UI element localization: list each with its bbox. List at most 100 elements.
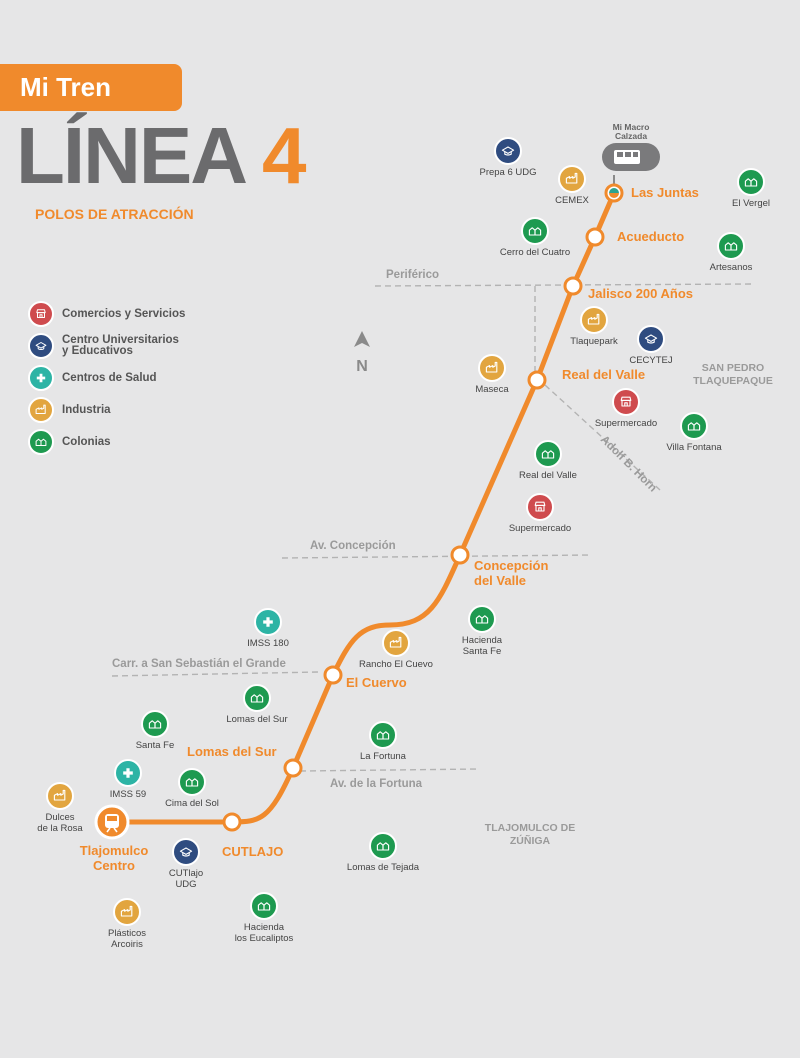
poi-industria[interactable] [580,306,608,334]
houses-icon [250,694,264,703]
station-label: Las Juntas [631,185,699,200]
station-marker[interactable] [527,370,547,390]
houses-icon [28,429,54,455]
poi-label: Rancho El Cuevo [359,659,433,670]
factory-icon [28,397,54,423]
station-marker[interactable] [604,183,624,203]
poi-colonia[interactable] [243,684,271,712]
road-line [544,384,661,491]
legend-label: Centros de Salud [62,371,157,384]
poi-colonia[interactable] [141,710,169,738]
poi-label: Cerro del Cuatro [500,247,570,258]
legend-label: Centro Universitarios y Educativos [62,334,179,357]
station-label: Lomas del Sur [187,744,277,759]
factory-icon [565,172,578,184]
line-title-word: LÍNEA [16,111,248,200]
poi-industria[interactable] [46,782,74,810]
station-marker[interactable] [222,812,242,832]
station-marker[interactable] [283,758,303,778]
poi-colonia[interactable] [369,721,397,749]
poi-colonia[interactable] [250,892,278,920]
poi-comercio[interactable] [526,493,554,521]
brand-banner: Mi Tren [0,64,182,111]
poi-industria[interactable] [382,629,410,657]
poi-colonia[interactable] [468,605,496,633]
houses-icon [257,902,271,911]
poi-educativo[interactable] [172,838,200,866]
poi-comercio[interactable] [612,388,640,416]
station-label: Real del Valle [562,367,645,382]
legend-item-comercio: Comercios y Servicios [28,298,185,330]
poi-colonia[interactable] [369,832,397,860]
station-marker[interactable] [323,665,343,685]
road-line [111,671,319,677]
station-label: CUTLAJO [222,844,283,859]
poi-colonia[interactable] [680,412,708,440]
houses-icon [541,450,555,459]
road-label: Periférico [386,269,439,281]
bus-icon [614,150,640,164]
poi-colonia[interactable] [178,768,206,796]
houses-icon [475,615,489,624]
poi-salud[interactable] [254,608,282,636]
graduation-cap-icon [179,847,193,857]
road-label: Carr. a San Sebastián el Grande [112,658,286,670]
road-label: Av. de la Fortuna [330,778,423,790]
shop-icon [534,501,546,512]
graduation-cap-icon [644,334,658,344]
poi-label: Maseca [475,384,509,395]
station-marker[interactable] [94,804,130,840]
poi-label: Tlaquepark [570,336,618,347]
poi-label: Real del Valle [519,470,577,481]
poi-industria[interactable] [113,898,141,926]
poi-industria[interactable] [558,165,586,193]
houses-icon [687,422,701,431]
road-label: Adolf B. Horn [598,434,659,495]
poi-colonia[interactable] [534,440,562,468]
graduation-cap-icon [28,333,54,359]
houses-icon [744,178,758,187]
station-label: Acueducto [617,229,684,244]
legend-label: Colonias [62,435,111,448]
compass-label: N [356,358,368,375]
station-marker[interactable] [585,227,605,247]
houses-icon [724,242,738,251]
legend-item-educativo: Centro Universitarios y Educativos [28,330,185,362]
road-line [281,554,591,559]
line-title-number: 4 [262,111,306,200]
houses-icon [185,778,199,787]
station-marker[interactable] [563,276,583,296]
poi-colonia[interactable] [717,232,745,260]
road-label: Av. Concepción [310,540,396,552]
legend-label: Comercios y Servicios [62,307,186,320]
map-subtitle: POLOS DE ATRACCIÓN [35,206,194,222]
road-line [299,768,481,772]
legend-label: Industria [62,403,111,416]
poi-educativo[interactable] [637,325,665,353]
poi-label: Lomas de Tejada [347,862,420,873]
houses-icon [148,720,162,729]
poi-colonia[interactable] [521,217,549,245]
poi-label: El Vergel [732,198,770,209]
poi-label: Santa Fe [136,740,175,751]
medical-cross-icon [28,365,54,391]
poi-label: IMSS 59 [110,789,146,800]
shop-icon [620,396,632,407]
station-marker[interactable] [450,545,470,565]
poi-industria[interactable] [478,354,506,382]
poi-salud[interactable] [114,759,142,787]
poi-colonia[interactable] [737,168,765,196]
line-4-route [109,190,617,825]
medical-cross-icon [263,617,273,627]
poi-educativo[interactable] [494,137,522,165]
poi-label: CEMEX [555,195,589,206]
